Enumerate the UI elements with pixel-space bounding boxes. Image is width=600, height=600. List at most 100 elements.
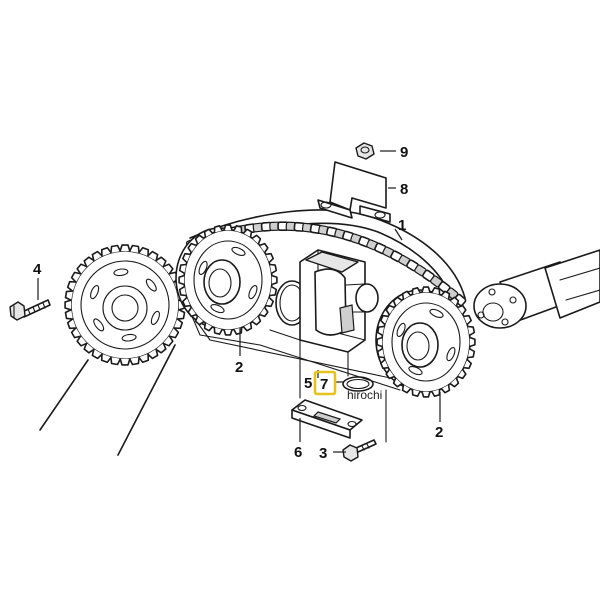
bracket-foot-left bbox=[317, 199, 353, 219]
sprocket-tooth bbox=[392, 296, 403, 307]
ring-7 bbox=[342, 376, 374, 392]
sprocket-tooth bbox=[203, 228, 214, 238]
sprocket-tooth bbox=[411, 389, 421, 397]
sprocket-slot bbox=[396, 322, 406, 338]
sprocket-tooth bbox=[83, 256, 95, 268]
label-6: 6 bbox=[294, 444, 302, 461]
sprocket-tooth bbox=[155, 342, 167, 354]
sprocket-tooth bbox=[380, 314, 389, 325]
ring-7-inner bbox=[346, 378, 370, 390]
nut-9-body bbox=[355, 142, 375, 160]
sprocket-slot bbox=[248, 284, 258, 300]
projection-line bbox=[269, 329, 301, 341]
sprocket-left bbox=[175, 224, 278, 336]
sprocket-tooth bbox=[392, 377, 403, 388]
callout-labels: 9 8 1 4 2 2 5 6 3 7 bbox=[33, 144, 443, 462]
sprocket-tooth bbox=[110, 244, 122, 253]
camshaft-bore bbox=[482, 302, 504, 322]
crank-sprocket-rim bbox=[70, 250, 180, 360]
sprocket-tooth bbox=[467, 325, 476, 336]
sprocket-tooth bbox=[70, 271, 82, 283]
sprocket-tooth bbox=[128, 357, 140, 366]
sprocket-tooth bbox=[64, 308, 73, 320]
crank-sprocket-teeth bbox=[64, 244, 186, 366]
sprocket-tooth bbox=[64, 299, 72, 311]
label-2-left: 2 bbox=[235, 359, 243, 376]
sprocket-tooth bbox=[203, 322, 214, 332]
guide-rail-slot bbox=[312, 411, 342, 424]
sprocket-tooth bbox=[271, 274, 278, 286]
sprocket-tooth bbox=[265, 297, 274, 308]
sprocket-tooth bbox=[401, 384, 412, 394]
projection-lines bbox=[269, 329, 387, 443]
label-5: 5 bbox=[304, 375, 312, 392]
bracket-hole bbox=[374, 211, 386, 219]
nut-9-bore bbox=[360, 146, 370, 154]
label-8: 8 bbox=[400, 181, 408, 198]
sprocket-slot bbox=[210, 304, 225, 314]
sprocket-tooth bbox=[177, 308, 186, 320]
crank-sprocket-bore bbox=[111, 294, 139, 322]
sprocket-tooth bbox=[223, 224, 233, 231]
sprocket-right-teeth bbox=[376, 286, 476, 398]
sprocket-right-bore bbox=[406, 331, 430, 361]
sprocket-tooth bbox=[251, 315, 262, 326]
camshaft-hole bbox=[509, 296, 517, 304]
sprocket-slot bbox=[121, 333, 137, 342]
sprocket-right-slots bbox=[396, 308, 456, 376]
sprocket-tooth bbox=[213, 225, 223, 233]
sprocket-tooth bbox=[138, 353, 150, 364]
sprocket-right-ring bbox=[391, 302, 461, 382]
sprocket-strand-line bbox=[39, 359, 89, 431]
sprocket-tooth bbox=[463, 359, 472, 370]
label-3: 3 bbox=[319, 445, 327, 462]
sprocket-left-ring bbox=[193, 240, 263, 320]
sprocket-tooth bbox=[223, 329, 233, 336]
sprocket-tooth bbox=[194, 234, 205, 245]
guide-rail-hole bbox=[297, 404, 307, 412]
sprocket-tooth bbox=[91, 250, 103, 262]
sprocket-tooth bbox=[440, 384, 451, 394]
sprocket-tooth bbox=[128, 244, 140, 253]
tensioner-top bbox=[305, 251, 359, 273]
sprocket-tooth bbox=[119, 358, 131, 366]
crank-sprocket-slots bbox=[90, 268, 160, 342]
crank-sprocket-hub bbox=[102, 285, 148, 331]
camshaft-hole bbox=[488, 288, 496, 296]
sprocket-tooth bbox=[269, 263, 278, 274]
camshaft-hole bbox=[477, 311, 485, 319]
bolt-3-shank bbox=[355, 439, 377, 453]
sprocket-tooth bbox=[178, 286, 187, 297]
sprocket-tooth bbox=[457, 304, 467, 315]
sprocket-tooth bbox=[119, 244, 131, 252]
nut-9 bbox=[355, 142, 375, 160]
sprocket-tooth bbox=[187, 307, 197, 318]
sprocket-tooth bbox=[91, 348, 103, 360]
sprocket-tooth bbox=[138, 246, 150, 257]
sprocket-left-bore bbox=[208, 268, 232, 298]
sprocket-tooth bbox=[83, 342, 95, 354]
chain-tensioner bbox=[299, 249, 379, 353]
sprocket-tooth bbox=[147, 348, 159, 360]
bracket-8 bbox=[317, 161, 391, 223]
sprocket-slot bbox=[113, 268, 129, 277]
sprocket-tooth bbox=[411, 287, 421, 295]
watermark: hirochi bbox=[347, 388, 382, 402]
bracket-plate bbox=[329, 161, 387, 211]
camshaft bbox=[473, 249, 600, 329]
sprocket-tooth bbox=[269, 286, 278, 297]
leader-1 bbox=[394, 228, 403, 241]
sprocket-tooth bbox=[194, 315, 205, 326]
sprocket-tooth bbox=[100, 246, 112, 257]
label-2-right: 2 bbox=[435, 424, 443, 441]
sprocket-tooth bbox=[401, 290, 412, 300]
sprocket-slot bbox=[90, 284, 100, 300]
sprocket-tooth bbox=[376, 336, 383, 348]
sprocket-tooth bbox=[380, 359, 389, 370]
sprocket-slot bbox=[446, 346, 456, 362]
bolt-3-head bbox=[342, 444, 359, 462]
leaders bbox=[37, 150, 441, 453]
sprocket-slot bbox=[231, 246, 246, 256]
sprocket-tooth bbox=[173, 318, 184, 330]
